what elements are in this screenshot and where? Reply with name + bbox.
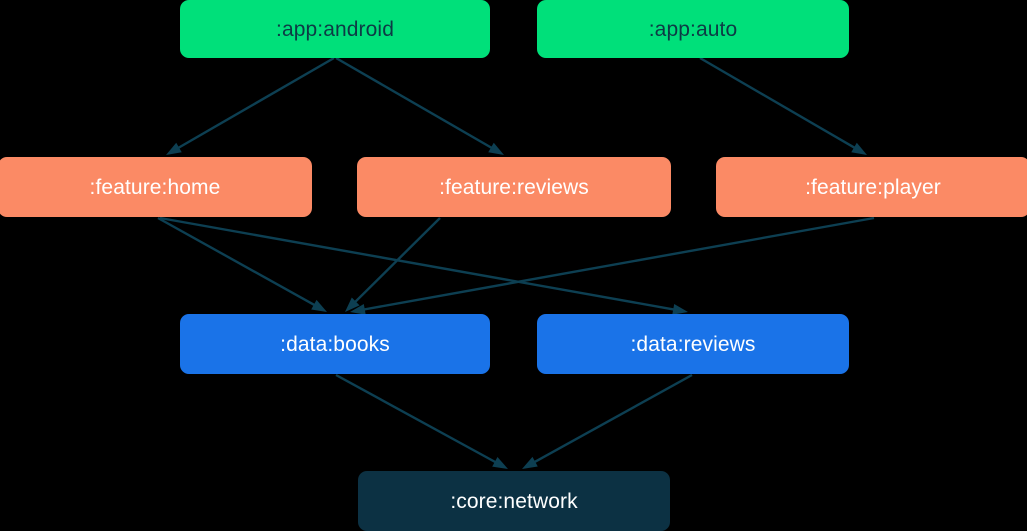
graph-edge-feature-reviews-to-data-books (345, 217, 441, 312)
graph-node-data-books[interactable]: :data:books (180, 314, 490, 374)
edge-arrowhead (166, 142, 182, 155)
graph-node-label: :feature:reviews (439, 175, 589, 199)
graph-edge-app-android-to-feature-home (166, 56, 335, 155)
graph-edge-feature-home-to-data-books (157, 216, 327, 312)
graph-node-label: :core:network (450, 489, 578, 513)
graph-node-label: :app:android (276, 17, 394, 41)
graph-node-app-android[interactable]: :app:android (180, 0, 490, 58)
graph-node-label: :data:reviews (630, 332, 756, 356)
graph-edge-app-auto-to-feature-player (699, 56, 867, 155)
graph-edge-app-android-to-feature-reviews (335, 56, 504, 155)
edge-arrowhead (311, 299, 327, 312)
graph-node-label: :feature:player (805, 175, 941, 199)
edge-line (159, 216, 677, 312)
edge-line (157, 216, 318, 308)
graph-node-feature-reviews[interactable]: :feature:reviews (357, 157, 671, 217)
graph-node-app-auto[interactable]: :app:auto (537, 0, 849, 58)
edge-arrowhead (345, 297, 360, 312)
graph-node-core-network[interactable]: :core:network (358, 471, 670, 531)
edge-line (352, 217, 441, 305)
edge-line (361, 216, 875, 312)
graph-node-label: :app:auto (648, 17, 738, 41)
graph-edge-data-reviews-to-core-network (522, 373, 693, 469)
graph-node-label: :data:books (280, 332, 390, 356)
edge-arrowhead (492, 456, 508, 469)
graph-node-label: :feature:home (89, 175, 221, 199)
graph-node-feature-player[interactable]: :feature:player (716, 157, 1027, 217)
edge-arrowhead (851, 142, 867, 155)
graph-edge-feature-player-to-data-books (350, 216, 875, 315)
edge-line (699, 56, 858, 151)
edge-line (335, 56, 495, 151)
edge-line (175, 56, 335, 151)
edge-arrowhead (488, 142, 504, 155)
edge-arrowhead (522, 456, 538, 469)
graph-node-feature-home[interactable]: :feature:home (0, 157, 312, 217)
graph-edge-data-books-to-core-network (335, 373, 508, 469)
edge-line (531, 373, 693, 465)
graph-node-data-reviews[interactable]: :data:reviews (537, 314, 849, 374)
edge-line (335, 373, 499, 465)
graph-edge-feature-home-to-data-reviews (159, 216, 688, 315)
